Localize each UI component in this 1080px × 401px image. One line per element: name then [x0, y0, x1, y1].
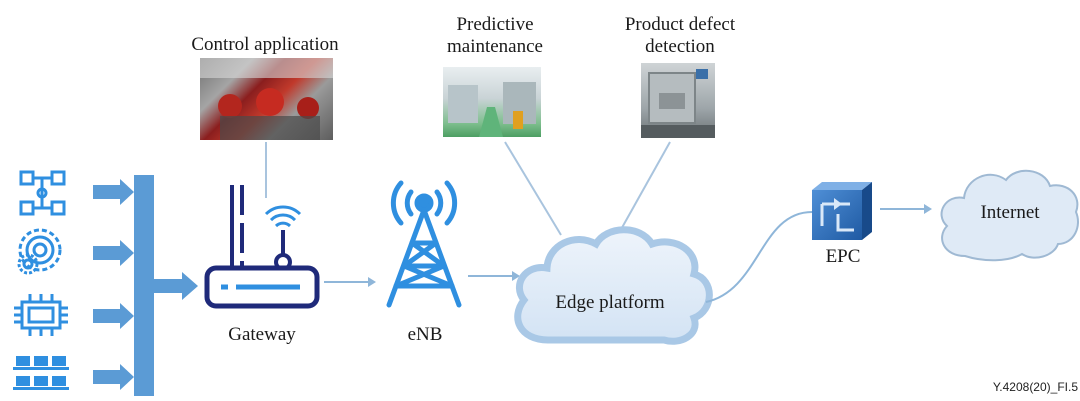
- bus-to-gateway-arrow: [154, 272, 198, 300]
- router-icon: [204, 185, 320, 309]
- product-defect-line2: detection: [645, 36, 715, 57]
- product-defect-line1: Product defect: [624, 14, 736, 35]
- control-application-label: Control application: [191, 34, 339, 55]
- computer-grid-icon: [13, 356, 69, 390]
- edge-platform-label: Edge platform: [555, 292, 665, 313]
- chip-network-icon: [19, 170, 66, 216]
- microchip-icon: [14, 294, 68, 336]
- defect-connector: [618, 141, 671, 234]
- product-defect-label: Product defect detection: [600, 14, 760, 58]
- bus-bar: [134, 175, 154, 396]
- predictive-maintenance-label: Predictive maintenance: [420, 14, 570, 58]
- internet-label: Internet: [980, 202, 1040, 223]
- edge-platform-cloud: [514, 226, 713, 345]
- cell-tower-icon: [386, 180, 462, 308]
- predictive-maintenance-line2: maintenance: [446, 36, 543, 57]
- gears-icon: [17, 228, 62, 275]
- predictive-maintenance-photo: [443, 67, 541, 137]
- internet-cloud: [940, 169, 1079, 262]
- maintenance-connector: [504, 141, 562, 236]
- control-application-photo: [200, 58, 333, 140]
- product-defect-photo: [641, 63, 715, 138]
- figure-id: Y.4208(20)_FI.5: [992, 380, 1078, 394]
- enb-label: eNB: [407, 324, 443, 345]
- predictive-maintenance-line1: Predictive: [456, 14, 534, 35]
- server-box-icon: [812, 182, 872, 240]
- device-arrows: [93, 179, 134, 390]
- edge-to-epc-line: [705, 211, 813, 303]
- gateway-label: Gateway: [228, 324, 296, 345]
- epc-label: EPC: [825, 246, 861, 267]
